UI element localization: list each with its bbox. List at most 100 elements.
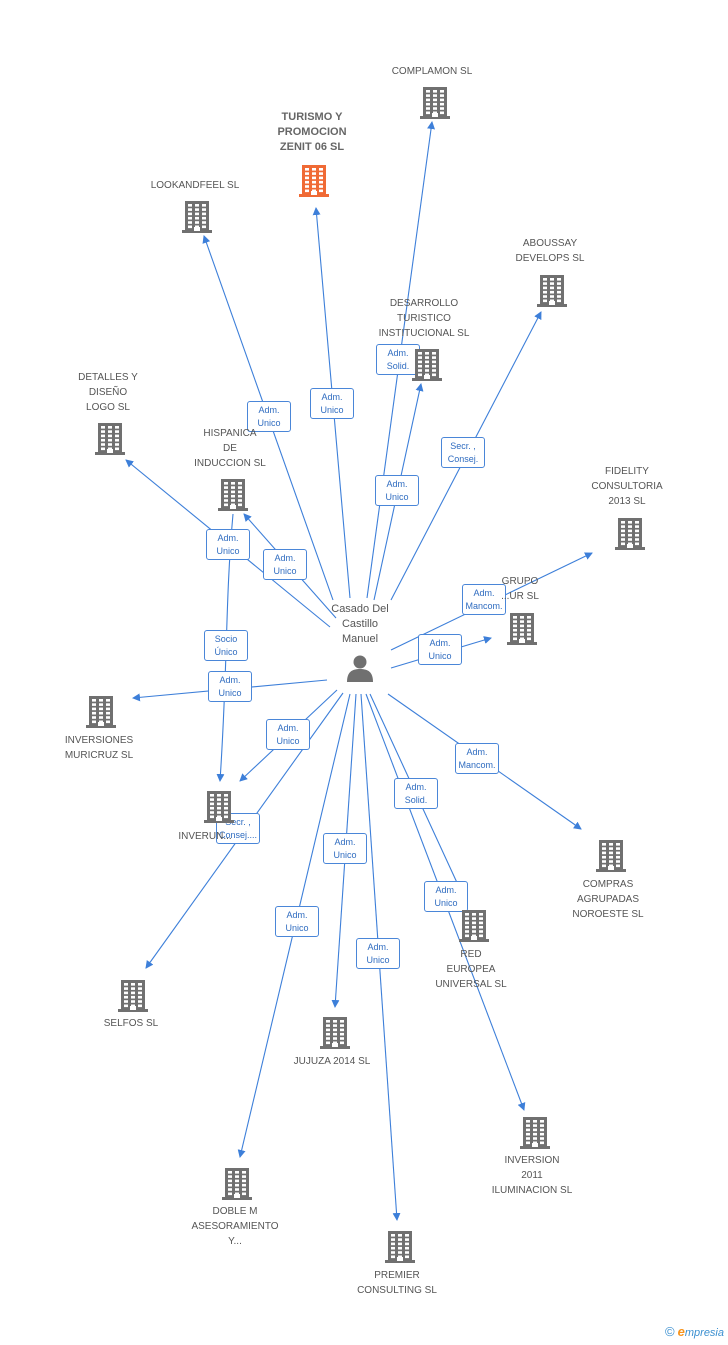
- edge-label-red[interactable]: Adm. Unico: [424, 881, 468, 912]
- edge-label-hispanica[interactable]: Adm.Unico: [263, 549, 307, 580]
- edge-label-line: Adm.: [258, 405, 280, 415]
- building-icon[interactable]: [204, 789, 234, 828]
- company-node-lookandfeel[interactable]: LOOKANDFEEL SL: [151, 178, 240, 193]
- company-node-doblem[interactable]: DOBLE M ASESORAMIENTO Y...: [191, 1204, 278, 1249]
- edge-label-line: Adm.: [321, 392, 343, 402]
- company-name-line: Y...: [228, 1236, 242, 1247]
- edge-label-inverun[interactable]: Adm. Unico: [266, 719, 310, 750]
- edge-label-doblem[interactable]: Adm. Unico: [275, 906, 319, 937]
- edge-label-detalles[interactable]: Adm.Unico: [206, 529, 250, 560]
- building-icon[interactable]: [118, 978, 148, 1017]
- company-node-selfos[interactable]: SELFOS SL: [104, 1016, 158, 1031]
- edge-label-line: Unico: [285, 923, 309, 933]
- company-node-detalles[interactable]: DETALLES Y DISEÑO LOGO SL: [78, 370, 138, 415]
- company-name-line: FIDELITY: [605, 466, 649, 477]
- edge-label-premier[interactable]: Adm.Unico: [356, 938, 400, 969]
- edge-label-line: Adm.: [286, 910, 308, 920]
- company-name-line: DEVELOPS SL: [515, 253, 585, 264]
- edge-label-line: Único: [214, 647, 238, 657]
- edge-label-line: Consej....: [218, 830, 258, 840]
- empresia-brand[interactable]: © empresia: [665, 1324, 724, 1339]
- building-icon[interactable]: [459, 908, 489, 947]
- company-name-line: INSTITUCIONAL SL: [378, 328, 470, 339]
- building-icon[interactable]: [420, 85, 450, 124]
- edge-label-line: Unico: [434, 898, 458, 908]
- company-name-line: MURICRUZ SL: [64, 750, 134, 761]
- edge-label-desarrollo[interactable]: Adm.Unico: [375, 475, 419, 506]
- edge-label-lookandfeel[interactable]: Adm.Unico: [247, 401, 291, 432]
- company-name-line: DETALLES Y: [78, 372, 138, 383]
- edge-label-fidelity[interactable]: Adm.Mancom.: [462, 584, 506, 615]
- edge-label-line: Adm.: [387, 348, 409, 358]
- company-name-line: INDUCCION SL: [194, 458, 266, 469]
- building-icon[interactable]: [86, 694, 116, 733]
- edge-label-inversion2011[interactable]: Adm. Solid.: [394, 778, 438, 809]
- edge-label-line: Unico: [276, 736, 300, 746]
- edge-label-line: Adm.: [466, 747, 488, 757]
- edge-label-jujuza[interactable]: Adm.Unico: [323, 833, 367, 864]
- edge-label-muricruz[interactable]: Adm.Unico: [208, 671, 252, 702]
- edge-label-line: Mancom.: [458, 760, 496, 770]
- center-person[interactable]: Casado Del Castillo Manuel: [320, 602, 400, 683]
- company-name-line: TURISTICO: [397, 313, 451, 324]
- edge-label-grupo[interactable]: Adm.Unico: [418, 634, 462, 665]
- building-icon[interactable]: [520, 1115, 550, 1154]
- company-name-line: CONSULTING SL: [357, 1285, 437, 1296]
- company-name-line: INVERUN...: [178, 831, 232, 842]
- copyright-icon: ©: [664, 1324, 675, 1339]
- person-icon: [347, 655, 373, 682]
- edge-label-complamon[interactable]: Adm.Solid.: [376, 344, 420, 375]
- building-icon[interactable]: [222, 1166, 252, 1205]
- company-name-line: NOROESTE SL: [572, 909, 644, 920]
- building-icon[interactable]: [537, 273, 567, 312]
- company-name-line: LOGO SL: [86, 402, 130, 413]
- edge-label-compras[interactable]: Adm. Mancom.: [455, 743, 499, 774]
- edge-label-line: Adm.: [334, 837, 356, 847]
- edge-label-line: Adm.: [405, 782, 427, 792]
- company-name-line: ZENIT 06 SL: [279, 141, 345, 153]
- brand-name: mpresia: [684, 1327, 724, 1339]
- company-node-jujuza[interactable]: JUJUZA 2014 SL: [294, 1054, 371, 1069]
- edge-label-line: Adm.: [367, 942, 389, 952]
- company-node-inverun[interactable]: INVERUN...: [178, 829, 231, 844]
- building-icon[interactable]: [507, 611, 537, 650]
- building-icon[interactable]: [95, 421, 125, 460]
- company-name-line: 2013 SL: [608, 496, 646, 507]
- edge-label-line: Solid.: [404, 795, 428, 805]
- edge-label-line: Adm.: [277, 723, 299, 733]
- company-name-line: PROMOCION: [277, 126, 347, 138]
- company-name-line: DISEÑO: [88, 387, 128, 398]
- edge-label-line: Unico: [218, 688, 242, 698]
- building-icon[interactable]: [182, 199, 212, 238]
- company-name-line: DESARROLLO: [389, 298, 459, 309]
- building-icon[interactable]: [385, 1229, 415, 1268]
- edge-label-line: Adm.: [435, 885, 457, 895]
- company-node-complamon[interactable]: COMPLAMON SL: [392, 64, 473, 79]
- building-icon[interactable]: [412, 347, 442, 386]
- company-node-grupo[interactable]: GRUPO ...UR SL: [501, 574, 539, 604]
- company-name-line: ...UR SL: [501, 591, 539, 602]
- company-node-desarrollo[interactable]: DESARROLLO TURISTICO INSTITUCIONAL SL: [379, 296, 470, 341]
- company-name-line: GRUPO: [501, 576, 539, 587]
- edge-label-line: Unico: [385, 492, 409, 502]
- edge-label-turismo[interactable]: Adm.Unico: [310, 388, 354, 419]
- building-icon[interactable]: [218, 477, 248, 516]
- building-icon[interactable]: [299, 163, 329, 202]
- company-name-line: DOBLE M: [212, 1206, 258, 1217]
- company-name-line: ASESORAMIENTO: [191, 1221, 279, 1232]
- company-name-line: LOOKANDFEEL SL: [150, 180, 240, 191]
- building-icon[interactable]: [320, 1015, 350, 1054]
- edge-label-aboussay[interactable]: Secr. ,Consej.: [441, 437, 485, 468]
- building-icon[interactable]: [596, 838, 626, 877]
- building-icon[interactable]: [615, 516, 645, 555]
